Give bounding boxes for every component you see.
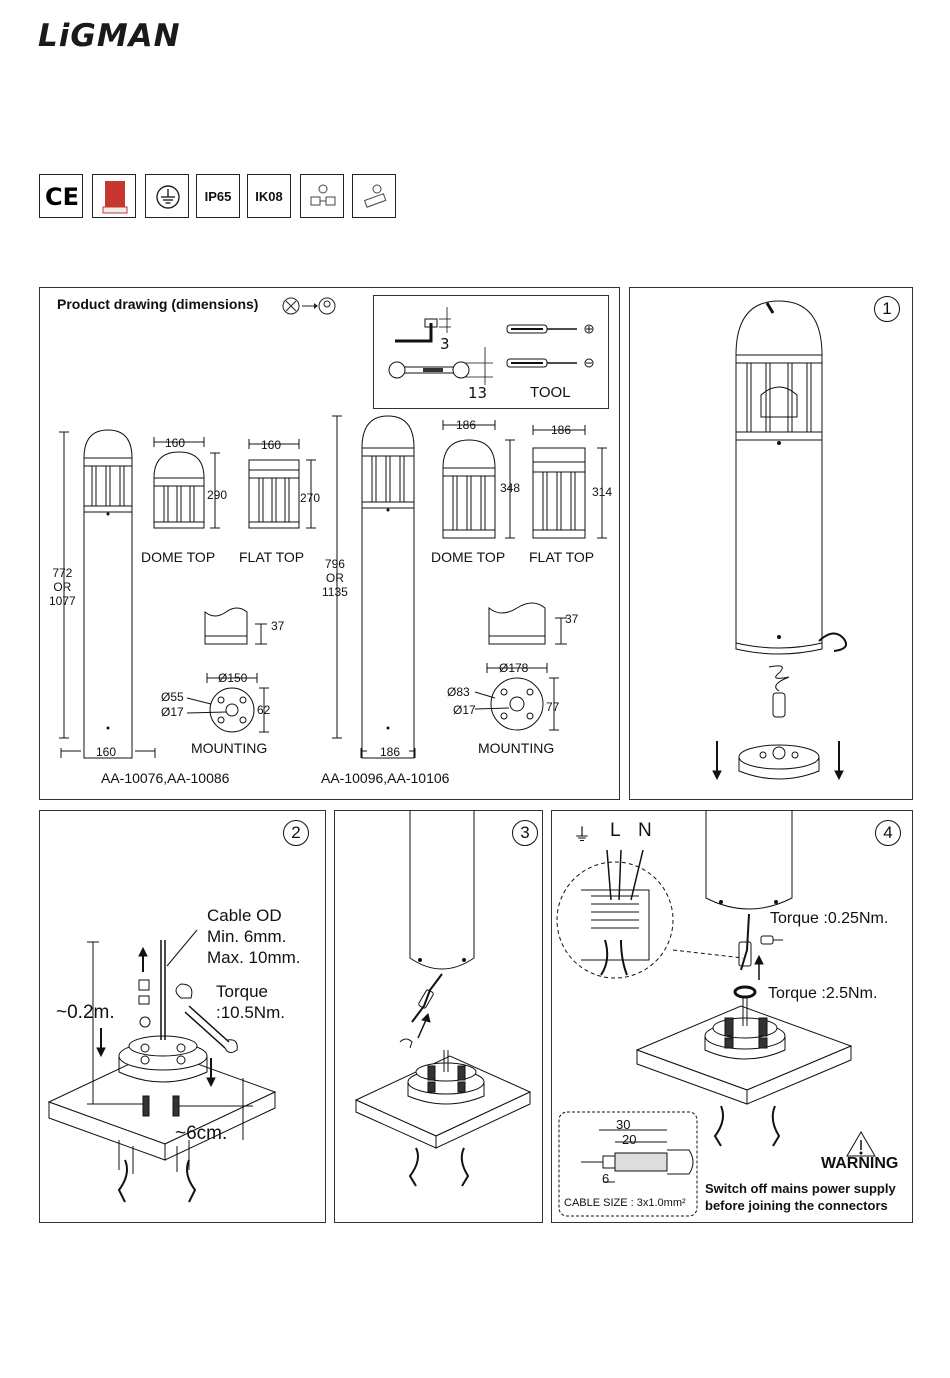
small-flat-height: 270 [300, 491, 321, 505]
earth-ground-icon [145, 174, 189, 218]
step-4-panel [551, 810, 913, 1223]
gland-torque: Torque :2.5Nm. [768, 985, 878, 1002]
step-2-panel [39, 810, 326, 1223]
ik-rating-badge: IK08 [247, 174, 291, 218]
anchor-protrusion: ~6cm. [175, 1123, 228, 1144]
product-drawing-title: Product drawing (dimensions) [57, 296, 259, 312]
svg-text:CE: CE [45, 183, 79, 211]
product-drawing-panel [39, 287, 620, 800]
large-model-numbers: AA-10096,AA-10106 [321, 770, 450, 786]
quality-seal-icon [92, 174, 136, 218]
large-dome-height: 348 [500, 481, 521, 495]
burial-depth: ~0.2m. [56, 1002, 115, 1023]
small-base-width: 160 [96, 745, 117, 759]
step-1-number: 1 [874, 296, 900, 322]
large-flat-label: FLAT TOP [529, 549, 595, 565]
step-4-number: 4 [875, 820, 901, 846]
earth-terminal-label: ⏚ [573, 825, 591, 846]
large-mount-height: 77 [546, 700, 560, 714]
wrench-size: 13 [468, 384, 488, 402]
small-flat-width: 160 [261, 438, 282, 452]
dimension-drawings [59, 415, 607, 759]
tool-box [373, 295, 609, 409]
cable-od-note: Cable OD Min. 6mm. Max. 10mm. [207, 906, 301, 967]
step-4-illustration [556, 810, 876, 1217]
step-2-illustration [47, 929, 277, 1203]
small-model-numbers: AA-10076,AA-10086 [101, 770, 230, 786]
small-mount-height: 62 [257, 703, 271, 717]
step-3-illustration [354, 810, 532, 1187]
neutral-terminal-label: N [638, 820, 652, 841]
large-mount-inner: Ø17 [453, 703, 476, 717]
small-mount-pitch: Ø150 [218, 671, 248, 685]
step-1-panel [629, 287, 913, 800]
ip-rating-badge: IP65 [196, 174, 240, 218]
cable-inner-strip: 20 [622, 1132, 637, 1147]
cable-size-label: CABLE SIZE : 3x1.0mm² [564, 1197, 686, 1209]
small-mount-inner: Ø17 [161, 705, 184, 719]
warning-title: WARNING [821, 1155, 899, 1172]
large-dome-label: DOME TOP [431, 549, 506, 565]
cable-end-strip: 6 [602, 1171, 610, 1186]
large-flat-height: 314 [592, 485, 613, 499]
ce-mark-icon: CE [39, 174, 83, 218]
large-base-width: 186 [380, 745, 401, 759]
small-flat-label: FLAT TOP [239, 549, 305, 565]
large-flat-width: 186 [551, 423, 572, 437]
step-2-number: 2 [283, 820, 309, 846]
live-terminal-label: L [610, 820, 621, 841]
large-mount-outer: Ø83 [447, 685, 470, 699]
step-1-illustration [712, 300, 847, 781]
screwdriver-to-lamp-icon [282, 297, 336, 315]
brand-logo: LiGMAN [38, 18, 181, 54]
tool-label: TOOL [530, 384, 571, 401]
step-3-panel [334, 810, 543, 1223]
large-mount-label: MOUNTING [478, 740, 555, 756]
large-mount-pitch: Ø178 [499, 661, 529, 675]
small-mount-outer: Ø55 [161, 690, 184, 704]
small-dome-width: 160 [165, 436, 186, 450]
large-overall-height: 796 OR 1135 [322, 557, 348, 599]
hex-key-size: 3 [440, 335, 450, 353]
terminal-torque: Torque :0.25Nm. [770, 910, 889, 927]
small-dome-label: DOME TOP [141, 549, 216, 565]
step-2-torque: Torque :10.5Nm. [216, 982, 285, 1022]
small-overall-height: 772 OR 1077 [49, 566, 76, 608]
large-dome-width: 186 [456, 418, 477, 432]
small-mount-label: MOUNTING [191, 740, 268, 756]
lamp-replaceable-icon [300, 174, 344, 218]
warning-text: Switch off mains power supply before joi… [705, 1181, 896, 1213]
small-dome-height: 290 [207, 488, 228, 502]
tool-drawings [388, 307, 594, 385]
large-base-offset: 37 [565, 612, 579, 626]
driver-replaceable-icon [352, 174, 396, 218]
step-3-number: 3 [512, 820, 538, 846]
small-base-offset: 37 [271, 619, 285, 633]
cable-outer-strip: 30 [616, 1117, 631, 1132]
